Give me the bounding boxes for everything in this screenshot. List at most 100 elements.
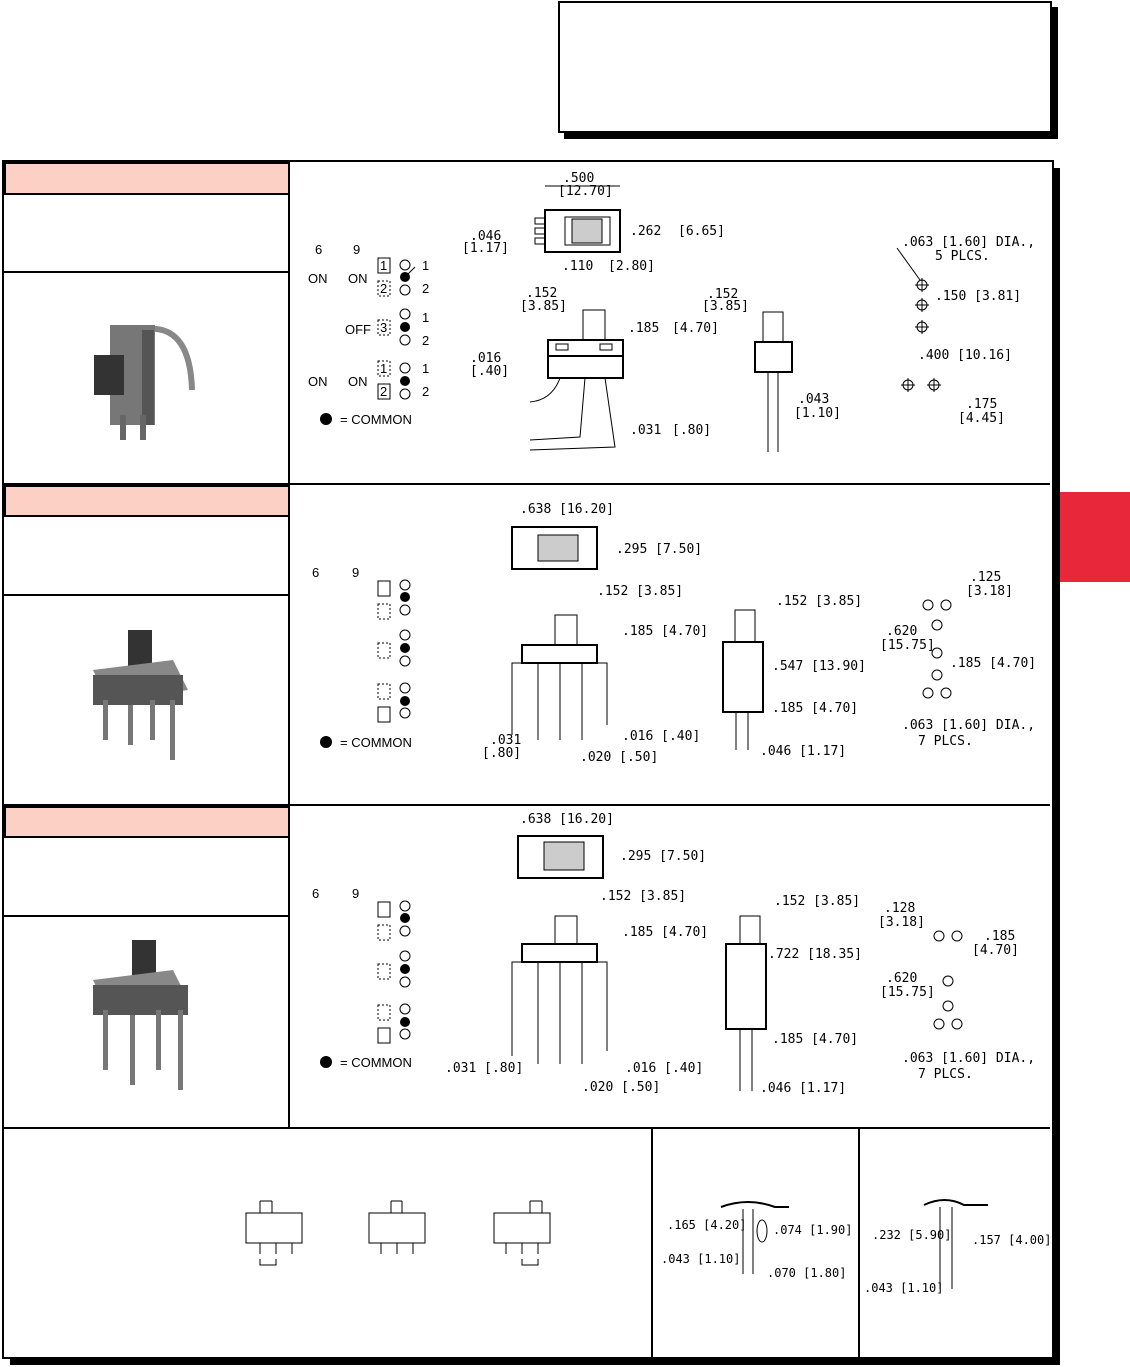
svg-text:ON: ON (348, 271, 368, 286)
section-3-drawing: 6 9 = COMMON .638 [16.20] .295 [7.50] .1… (312, 812, 1035, 1096)
svg-text:9: 9 (352, 565, 359, 580)
svg-text:.152 [3.85]: .152 [3.85] (774, 894, 860, 909)
svg-text:[3.18]: [3.18] (966, 584, 1013, 599)
svg-text:[12.70]: [12.70] (558, 184, 613, 199)
section-2-desc-divider (4, 594, 290, 596)
svg-text:.031: .031 (630, 423, 661, 438)
svg-text:[2.80]: [2.80] (608, 259, 655, 274)
svg-text:.185 [4.70]: .185 [4.70] (772, 701, 858, 716)
svg-text:.185: .185 (628, 321, 659, 336)
svg-text:6: 6 (312, 886, 319, 901)
svg-text:.400 [10.16]: .400 [10.16] (918, 348, 1012, 363)
section-divider-3 (4, 1127, 1050, 1129)
section-2-drawing: 6 9 = COMMON .638 [16.20] .295 [7.50] .1… (312, 502, 1036, 765)
circuit-footprints (245, 1200, 551, 1266)
svg-text:1: 1 (422, 258, 429, 273)
svg-text:2: 2 (422, 384, 429, 399)
svg-text:ON: ON (308, 271, 328, 286)
svg-text:[4.70]: [4.70] (672, 321, 719, 336)
section-1-drawing: 6 9 ON ON 1 2 1 2 OFF 3 1 2 ON ON 1 2 1 … (308, 171, 1035, 452)
svg-text:5 PLCS.: 5 PLCS. (935, 249, 990, 264)
svg-text:[1.10]: [1.10] (794, 406, 841, 421)
svg-text:.232 [5.90]: .232 [5.90] (872, 1228, 951, 1242)
svg-text:[15.75]: [15.75] (880, 638, 935, 653)
svg-text:.046 [1.17]: .046 [1.17] (760, 744, 846, 759)
svg-text:1: 1 (380, 361, 387, 376)
svg-text:.185 [4.70]: .185 [4.70] (772, 1032, 858, 1047)
svg-text:ON: ON (308, 374, 328, 389)
hole-pattern-1 (896, 247, 941, 392)
svg-text:.152: .152 (707, 287, 738, 302)
svg-text:.638 [16.20]: .638 [16.20] (520, 502, 614, 517)
svg-text:.185 [4.70]: .185 [4.70] (622, 624, 708, 639)
terminal-detail-2: .232 [5.90] .157 [4.00] .043 [1.10] (864, 1199, 1050, 1295)
svg-text:[.80]: [.80] (672, 423, 711, 438)
svg-text:[4.45]: [4.45] (958, 411, 1005, 426)
svg-text:7 PLCS.: 7 PLCS. (918, 734, 973, 749)
svg-text:.043: .043 (798, 392, 829, 407)
svg-text:.185 [4.70]: .185 [4.70] (622, 925, 708, 940)
svg-text:.185 [4.70]: .185 [4.70] (950, 656, 1036, 671)
svg-text:2: 2 (422, 333, 429, 348)
svg-text:.152 [3.85]: .152 [3.85] (597, 584, 683, 599)
svg-text:2: 2 (422, 281, 429, 296)
svg-text:.043 [1.10]: .043 [1.10] (864, 1281, 943, 1295)
svg-text:7 PLCS.: 7 PLCS. (918, 1067, 973, 1082)
svg-text:.063 [1.60] DIA.,: .063 [1.60] DIA., (902, 1051, 1035, 1066)
svg-text:.185: .185 (984, 929, 1015, 944)
section-divider-1 (4, 483, 1050, 485)
svg-text:.043 [1.10]: .043 [1.10] (661, 1252, 740, 1266)
svg-text:ON: ON (348, 374, 368, 389)
svg-text:.128: .128 (884, 901, 915, 916)
svg-text:= COMMON: = COMMON (340, 1055, 412, 1070)
svg-text:.150 [3.81]: .150 [3.81] (935, 289, 1021, 304)
svg-text:.020 [.50]: .020 [.50] (580, 750, 658, 765)
svg-text:1: 1 (380, 258, 387, 273)
svg-text:.547 [13.90]: .547 [13.90] (772, 659, 866, 674)
title-box (558, 1, 1052, 133)
svg-text:.031: .031 (490, 733, 521, 748)
schematic-row-1: ON ON 1 2 1 2 (308, 257, 429, 297)
svg-text:.046: .046 (470, 229, 501, 244)
section-divider-2 (4, 804, 1050, 806)
svg-text:[3.18]: [3.18] (878, 915, 925, 930)
section-3-desc-divider (4, 915, 290, 917)
svg-text:OFF: OFF (345, 322, 371, 337)
svg-text:.016 [.40]: .016 [.40] (622, 729, 700, 744)
svg-text:.165 [4.20]: .165 [4.20] (667, 1218, 746, 1232)
schematic-col-9: 9 (353, 242, 360, 257)
bottom-divider-2 (858, 1127, 860, 1357)
svg-text:.063 [1.60] DIA.,: .063 [1.60] DIA., (902, 718, 1035, 733)
svg-text:.125: .125 (970, 570, 1001, 585)
frame-shadow-bottom (10, 1357, 1060, 1365)
svg-text:.500: .500 (563, 171, 594, 186)
svg-text:.110: .110 (562, 259, 593, 274)
svg-text:.722 [18.35]: .722 [18.35] (768, 947, 862, 962)
svg-text:.157 [4.00]: .157 [4.00] (972, 1233, 1050, 1247)
svg-text:2: 2 (380, 384, 387, 399)
svg-text:.016 [.40]: .016 [.40] (625, 1061, 703, 1076)
svg-text:9: 9 (352, 886, 359, 901)
svg-text:[3.85]: [3.85] (520, 299, 567, 314)
svg-text:.016: .016 (470, 351, 501, 366)
svg-text:.063 [1.60] DIA.,: .063 [1.60] DIA., (902, 235, 1035, 250)
terminal-detail-1: .165 [4.20] .074 [1.90] .043 [1.10] .070… (661, 1201, 852, 1280)
svg-text:.031 [.80]: .031 [.80] (445, 1061, 523, 1076)
svg-text:[1.17]: [1.17] (462, 241, 509, 256)
svg-text:.046 [1.17]: .046 [1.17] (760, 1081, 846, 1096)
svg-text:.295 [7.50]: .295 [7.50] (620, 849, 706, 864)
svg-text:.175: .175 (966, 397, 997, 412)
svg-text:[.80]: [.80] (482, 746, 521, 761)
svg-text:.295 [7.50]: .295 [7.50] (616, 542, 702, 557)
svg-text:= COMMON: = COMMON (340, 735, 412, 750)
svg-text:.020 [.50]: .020 [.50] (582, 1080, 660, 1095)
svg-text:6: 6 (312, 565, 319, 580)
section-3-header (4, 806, 290, 838)
schematic-col-6: 6 (315, 242, 322, 257)
product-photo-3 (93, 940, 188, 1090)
svg-text:[.40]: [.40] (470, 364, 509, 379)
common-legend: = COMMON (340, 412, 412, 427)
svg-text:[6.65]: [6.65] (678, 224, 725, 239)
svg-text:.638 [16.20]: .638 [16.20] (520, 812, 614, 827)
section-1-header (4, 162, 290, 195)
